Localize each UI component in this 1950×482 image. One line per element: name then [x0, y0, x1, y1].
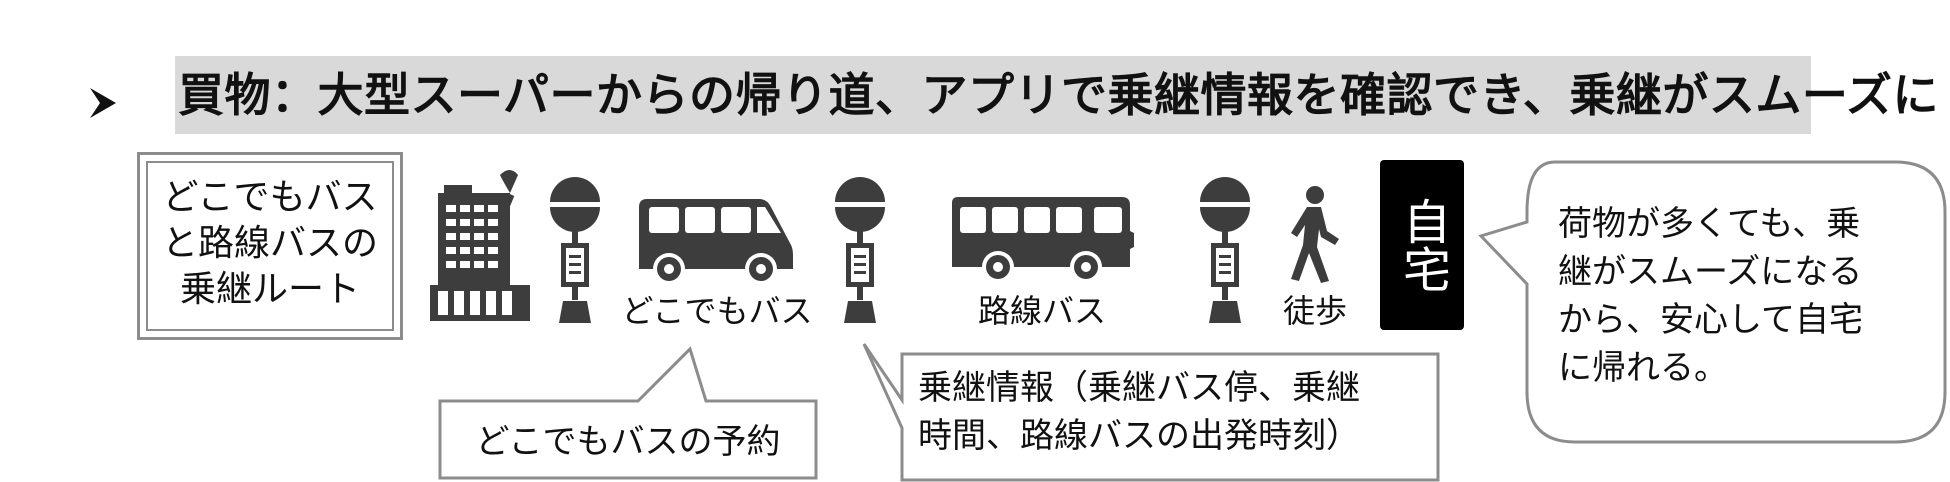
dokodemo-bus-label: どこでもバス: [621, 292, 813, 330]
relief-callout-shape: [1478, 160, 1947, 444]
reservation-callout-text: どこでもバスの予約: [475, 422, 781, 462]
route-bus-label: 路線バス: [977, 292, 1106, 330]
transfer-info-callout-shape: [862, 343, 1440, 482]
transfer-info-callout-text: 乗継情報（乗継バス停、乗継 時間、路線バスの出発時刻）: [918, 368, 1360, 456]
home-label: 自宅: [1394, 197, 1450, 293]
route-box-inner-border: [146, 161, 394, 331]
building-icon: [430, 170, 530, 321]
bus-stop-icon: [1200, 177, 1250, 323]
route-box-label: どこでもバス と路線バスの 乗継ルート: [161, 177, 378, 310]
route-bus-icon: [952, 197, 1134, 283]
route-box: どこでもバス と路線バスの 乗継ルート: [137, 152, 403, 340]
bus-stop-icon: [550, 177, 600, 323]
minibus-icon: [639, 199, 793, 285]
bus-stop-icon: [835, 177, 885, 323]
bullet-arrow-icon: [90, 88, 116, 118]
heading-band: [175, 56, 1811, 134]
walk-label: 徒歩: [1282, 292, 1347, 330]
walking-person-icon: [1291, 186, 1339, 283]
relief-callout-text: 荷物が多くても、乗 継がスムーズになる から、安心して自宅 に帰れる。: [1558, 204, 1863, 388]
reservation-callout-shape: [438, 346, 818, 480]
page-title: 買物：大型スーパーからの帰り道、アプリで乗継情報を確認でき、乗継がスムーズに: [178, 68, 1940, 122]
home-box: 自宅: [1380, 160, 1464, 330]
